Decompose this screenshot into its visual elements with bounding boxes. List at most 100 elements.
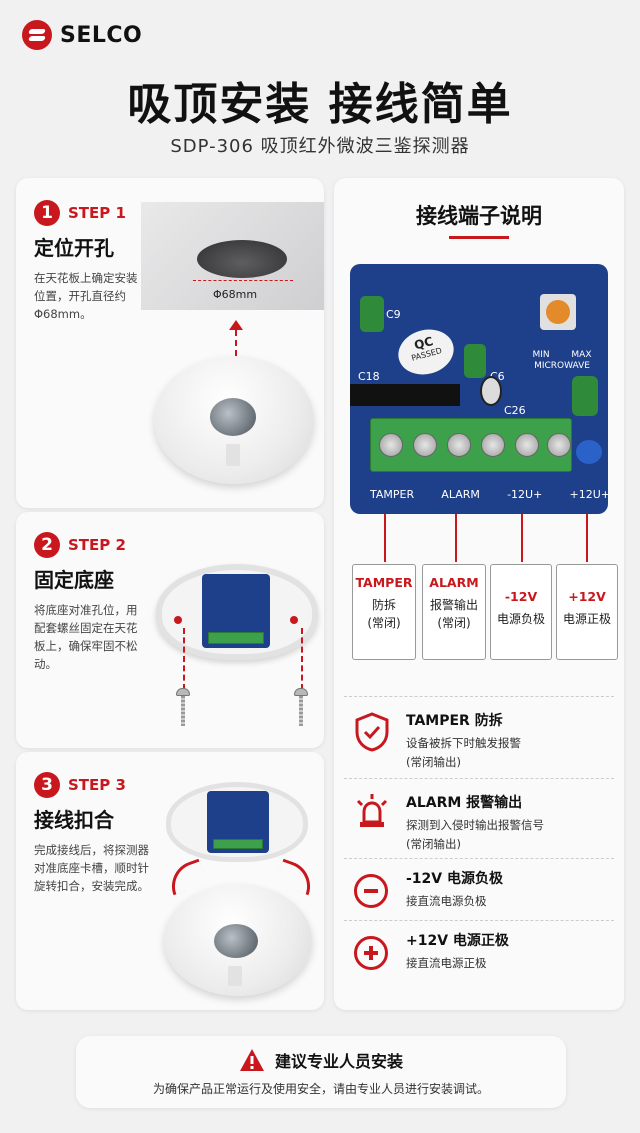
led-window-bottom — [228, 966, 242, 986]
pcb-label-tamper: TAMPER — [370, 488, 415, 501]
step3-label: STEP 3 — [68, 776, 126, 794]
screw-left-icon — [176, 688, 192, 728]
step2-desc: 将底座对准孔位，用配套螺丝固定在天花板上，确保牢固不松动。 — [34, 603, 138, 671]
legend-pos12: +12V 电源正极 接直流电源正极 — [352, 930, 612, 986]
step1-desc: 在天花板上确定安装位置，开孔直径约Φ68mm。 — [34, 271, 138, 321]
label-c9: C9 — [386, 308, 401, 321]
page-subtitle: SDP-306 吸顶红外微波三鉴探测器 — [170, 136, 470, 157]
pir-lens — [210, 398, 256, 436]
blue-capacitor — [576, 440, 602, 464]
capacitor-right — [572, 376, 598, 416]
divider — [344, 696, 614, 697]
divider — [344, 858, 614, 859]
notice-desc: 为确保产品正常运行及使用安全，请由专业人员进行安装调试。 — [152, 1082, 489, 1096]
terminal-desc: 防拆 — [371, 598, 396, 612]
legend-note: (常闭输出) — [406, 755, 461, 769]
screw-right-icon — [294, 688, 310, 728]
dimension-label: Φ68mm — [213, 288, 258, 301]
terminal-screw-4 — [481, 433, 505, 457]
capacitor-c6 — [464, 344, 486, 378]
label-min: MIN — [532, 350, 550, 360]
terminal-note: (常闭) — [367, 616, 401, 630]
terminal-code: -12V — [504, 589, 538, 604]
alarm-siren-icon — [352, 792, 392, 832]
line-pos12 — [586, 514, 588, 562]
legend-title: TAMPER 防拆 — [406, 713, 503, 729]
step1-number: 1 — [34, 200, 60, 226]
legend-desc: 设备被拆下时触发报警 — [406, 736, 521, 750]
rotate-left-icon — [164, 858, 208, 896]
legend-title: +12V 电源正极 — [406, 933, 509, 949]
terminal-screw-6 — [547, 433, 571, 457]
terminal-screw-5 — [515, 433, 539, 457]
divider — [344, 778, 614, 779]
terminal-screw-2 — [413, 433, 437, 457]
divider — [344, 920, 614, 921]
pot-label: MIN MAX MICROWAVE — [522, 350, 602, 372]
label-c26: C26 — [504, 404, 526, 417]
up-arrow-icon — [229, 320, 243, 330]
page-title: 吸顶安装 接线简单 — [127, 79, 513, 130]
plus-circle-icon — [354, 936, 388, 970]
legend-alarm: ALARM 报警输出 探测到入侵时输出报警信号 (常闭输出) — [352, 788, 612, 858]
legend-desc: 探测到入侵时输出报警信号 — [406, 818, 544, 832]
terminal-desc: 报警输出 — [429, 598, 478, 612]
terminal-desc: 电源负极 — [496, 612, 545, 626]
legend-title: -12V 电源负极 — [406, 871, 504, 887]
brand-name: SELCO — [60, 22, 143, 48]
screw-guide-right — [301, 628, 303, 690]
terminal-labels: TAMPER ALARM -12U+ +12U+ — [370, 488, 608, 501]
terminal-box-pos12: +12V 电源正极 — [556, 564, 618, 660]
capacitor-c9 — [360, 296, 384, 332]
terminal-desc: 电源正极 — [562, 612, 611, 626]
step2-label: STEP 2 — [68, 536, 126, 554]
step2-card: 2 STEP 2 固定底座 将底座对准孔位，用配套螺丝固定在天花板上，确保牢固不… — [16, 512, 324, 748]
minus-circle-icon — [354, 874, 388, 908]
selco-logo-icon — [22, 20, 52, 50]
legend-tamper: TAMPER 防拆 设备被拆下时触发报警 (常闭输出) — [352, 706, 612, 776]
terminal-box-alarm: ALARM 报警输出(常闭) — [422, 564, 486, 660]
base-plate — [156, 564, 318, 660]
pir-lens-bottom — [214, 924, 258, 958]
detector-unit — [154, 356, 314, 484]
legend-note: (常闭输出) — [406, 837, 461, 851]
terminal-block — [370, 418, 572, 472]
base-pcb-top — [207, 791, 269, 853]
led-window — [226, 444, 240, 466]
legend-desc: 接直流电源正极 — [406, 956, 487, 970]
legend-title: ALARM 报警输出 — [406, 795, 523, 811]
dimension-line — [193, 280, 293, 281]
screw-hole-left — [174, 616, 182, 624]
terminal-box-neg12: -12V 电源负极 — [490, 564, 552, 660]
ceiling-panel: Φ68mm — [141, 202, 324, 310]
terminal-block-top — [213, 839, 263, 849]
notice-title: 建议专业人员安装 — [274, 1052, 403, 1071]
terminal-screw-3 — [447, 433, 471, 457]
rotate-right-icon — [274, 858, 318, 896]
label-max: MAX — [571, 350, 592, 360]
terminal-box-tamper: TAMPER 防拆 (常闭) — [352, 564, 416, 660]
qc-sticker: QC PASSED — [393, 323, 459, 381]
microwave-potentiometer — [540, 294, 576, 330]
label-microwave: MICROWAVE — [534, 361, 590, 371]
step1-title: 定位开孔 — [34, 236, 114, 260]
pcb-label-neg12: -12U+ — [507, 488, 543, 501]
label-c18: C18 — [358, 370, 380, 383]
capacitor-c26 — [480, 376, 502, 406]
step1-label: STEP 1 — [68, 204, 126, 222]
wiring-card: 接线端子说明 C9 QC PASSED C18 C6 C26 MIN MAX M… — [334, 178, 624, 1010]
step3-number: 3 — [34, 772, 60, 798]
base-plate-top — [166, 782, 308, 862]
black-chip — [350, 384, 460, 406]
terminal-code: TAMPER — [355, 575, 413, 590]
brand-logo: SELCO — [22, 20, 142, 50]
ceiling-hole — [197, 240, 287, 278]
pcb-label-pos12: +12U+ — [569, 488, 608, 501]
base-pcb — [202, 574, 270, 648]
warning-triangle-icon — [239, 1048, 265, 1072]
notice-banner: 建议专业人员安装 为确保产品正常运行及使用安全，请由专业人员进行安装调试。 — [76, 1036, 566, 1108]
wiring-title: 接线端子说明 — [416, 204, 542, 228]
screw-guide-left — [183, 628, 185, 690]
step2-number: 2 — [34, 532, 60, 558]
terminal-code: ALARM — [429, 575, 479, 590]
